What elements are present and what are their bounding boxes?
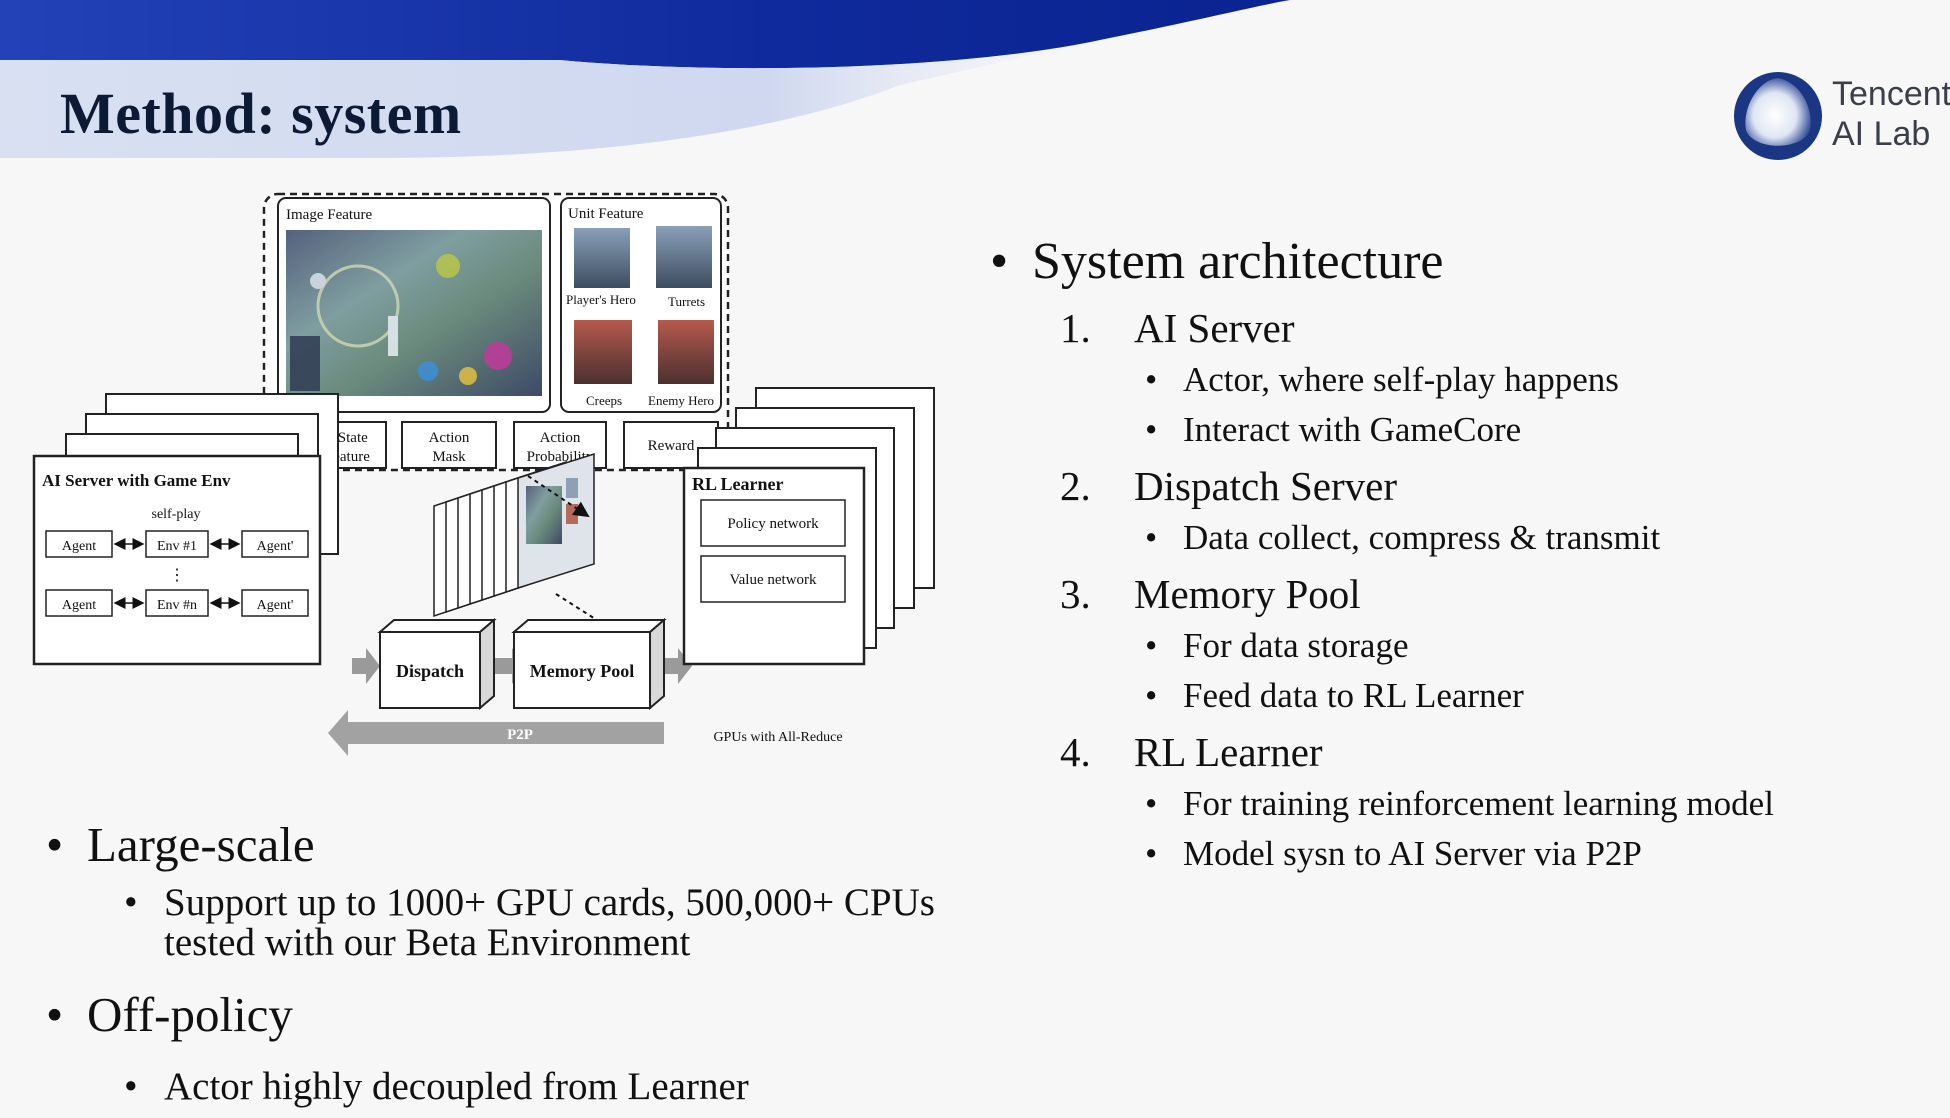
players-hero-label: Player's Hero (566, 292, 636, 307)
p2p-label: P2P (507, 727, 533, 743)
bullet-icon: • (1145, 676, 1158, 715)
sub-item: • Interact with GameCore (990, 405, 1930, 455)
sub-item: • For data storage (990, 621, 1930, 671)
sub-item-text: For training reinforcement learning mode… (1183, 784, 1774, 823)
feature-line1: Reward (648, 438, 695, 454)
logo-text: Tencent AI Lab (1832, 74, 1950, 154)
off-policy-sub: • Actor highly decoupled from Learner (46, 1067, 946, 1107)
memory-pool-label: Memory Pool (530, 661, 634, 681)
bullet-icon: • (990, 233, 1009, 290)
env-1-label: Env #1 (157, 539, 197, 554)
dispatch-server: Dispatch (377, 617, 497, 711)
feature-line1: Action (540, 430, 581, 446)
sub-item-text: Model sysn to AI Server via P2P (1183, 834, 1642, 873)
bullet-icon: • (1145, 410, 1158, 449)
enemy-hero-label: Enemy Hero (648, 393, 714, 408)
list-item: 3. Memory Pool (990, 567, 1930, 621)
large-scale-text: Large-scale (87, 817, 315, 872)
item-number: 2. (1060, 463, 1091, 509)
large-scale-sub: • Support up to 1000+ GPU cards, 500,000… (46, 883, 946, 963)
list-item: 1. AI Server (990, 301, 1930, 355)
item-label: Memory Pool (1134, 571, 1361, 617)
sub-item: • Feed data to RL Learner (990, 671, 1930, 721)
logo-line-1: Tencent (1832, 75, 1950, 113)
sub-item: • Model sysn to AI Server via P2P (990, 829, 1930, 879)
game-screenshot-details (290, 254, 512, 391)
ai-server-box (32, 454, 322, 666)
creeps-label: Creeps (586, 393, 622, 408)
properties-list: • Large-scale • Support up to 1000+ GPU … (46, 815, 946, 1107)
tencent-logo-icon (1734, 72, 1822, 160)
players-hero-image (574, 228, 630, 288)
feature-panel: Image Feature Unit Feature Player's Hero… (262, 192, 730, 472)
agent-label: Agent (62, 598, 96, 613)
arrow-to-dispatch (352, 648, 380, 684)
feature-line2: Mask (432, 449, 466, 465)
feature-box: Action Probability (513, 421, 607, 469)
bullet-icon: • (46, 987, 64, 1042)
logo-line-2: AI Lab (1832, 115, 1931, 153)
system-architecture-heading: • System architecture (990, 232, 1930, 291)
sub-item: • Actor, where self-play happens (990, 355, 1930, 405)
sub-item-text: Feed data to RL Learner (1183, 676, 1524, 715)
sub-item-text: Actor, where self-play happens (1183, 360, 1619, 399)
sub-item: • Data collect, compress & transmit (990, 513, 1930, 563)
off-policy-sub-text: Actor highly decoupled from Learner (164, 1065, 749, 1108)
bullet-icon: • (124, 881, 138, 924)
ellipsis-label: ⋮ (169, 567, 185, 584)
large-scale-bullet: • Large-scale (46, 815, 946, 875)
image-feature-label: Image Feature (286, 207, 373, 223)
dispatch-label: Dispatch (396, 661, 464, 681)
off-policy-text: Off-policy (87, 987, 293, 1042)
off-policy-bullet: • Off-policy (46, 985, 946, 1045)
heading-text: System architecture (1032, 233, 1444, 290)
ai-server-stack: AI Server with Game Env self-play Agent … (32, 393, 339, 666)
gpus-label: GPUs with All-Reduce (713, 730, 842, 745)
ai-server-label: AI Server with Game Env (42, 471, 231, 490)
bullet-icon: • (1145, 360, 1158, 399)
agent-label: Agent (62, 539, 96, 554)
unit-feature-label: Unit Feature (568, 206, 644, 222)
rl-learner-stack: RL Learner Policy network Value network … (682, 387, 935, 745)
rl-learner-label: RL Learner (692, 474, 784, 494)
bullet-icon: • (46, 817, 64, 872)
list-item: 2. Dispatch Server (990, 459, 1930, 513)
env-n-label: Env #n (157, 598, 197, 613)
memory-pool: Memory Pool (511, 617, 667, 711)
sub-item-text: Data collect, compress & transmit (1183, 518, 1661, 557)
turrets-image (656, 226, 712, 288)
turrets-label: Turrets (668, 294, 705, 309)
data-frames-stack (433, 452, 604, 627)
feature-line1: Action (429, 430, 470, 446)
system-architecture-list: • System architecture 1. AI Server • Acto… (990, 232, 1930, 879)
bullet-icon: • (1145, 518, 1158, 557)
bullet-icon: • (1145, 784, 1158, 823)
large-scale-sub-text: Support up to 1000+ GPU cards, 500,000+ … (164, 881, 935, 964)
item-number: 4. (1060, 729, 1091, 775)
item-label: AI Server (1134, 305, 1295, 351)
sub-item-text: For data storage (1183, 626, 1409, 665)
item-label: RL Learner (1134, 729, 1323, 775)
slide-title: Method: system (60, 81, 462, 146)
self-play-label: self-play (152, 507, 201, 522)
bullet-icon: • (1145, 626, 1158, 665)
enemy-hero-image (658, 320, 714, 384)
item-number: 3. (1060, 571, 1091, 617)
system-architecture-diagram: Image Feature Unit Feature Player's Hero… (32, 192, 935, 756)
sub-item-text: Interact with GameCore (1183, 410, 1522, 449)
p2p-arrow: P2P (328, 710, 664, 756)
item-number: 1. (1060, 305, 1091, 351)
creeps-image (574, 320, 632, 384)
agent-prime-label: Agent' (257, 598, 294, 613)
list-item: 4. RL Learner (990, 725, 1930, 779)
policy-network-label: Policy network (727, 516, 819, 532)
bullet-icon: • (1145, 834, 1158, 873)
game-screenshot (286, 230, 542, 396)
feature-box: Action Mask (401, 421, 497, 469)
agent-prime-label: Agent' (257, 539, 294, 554)
sub-item: • For training reinforcement learning mod… (990, 779, 1930, 829)
item-label: Dispatch Server (1134, 463, 1397, 509)
bullet-icon: • (124, 1065, 138, 1108)
value-network-label: Value network (729, 572, 817, 588)
